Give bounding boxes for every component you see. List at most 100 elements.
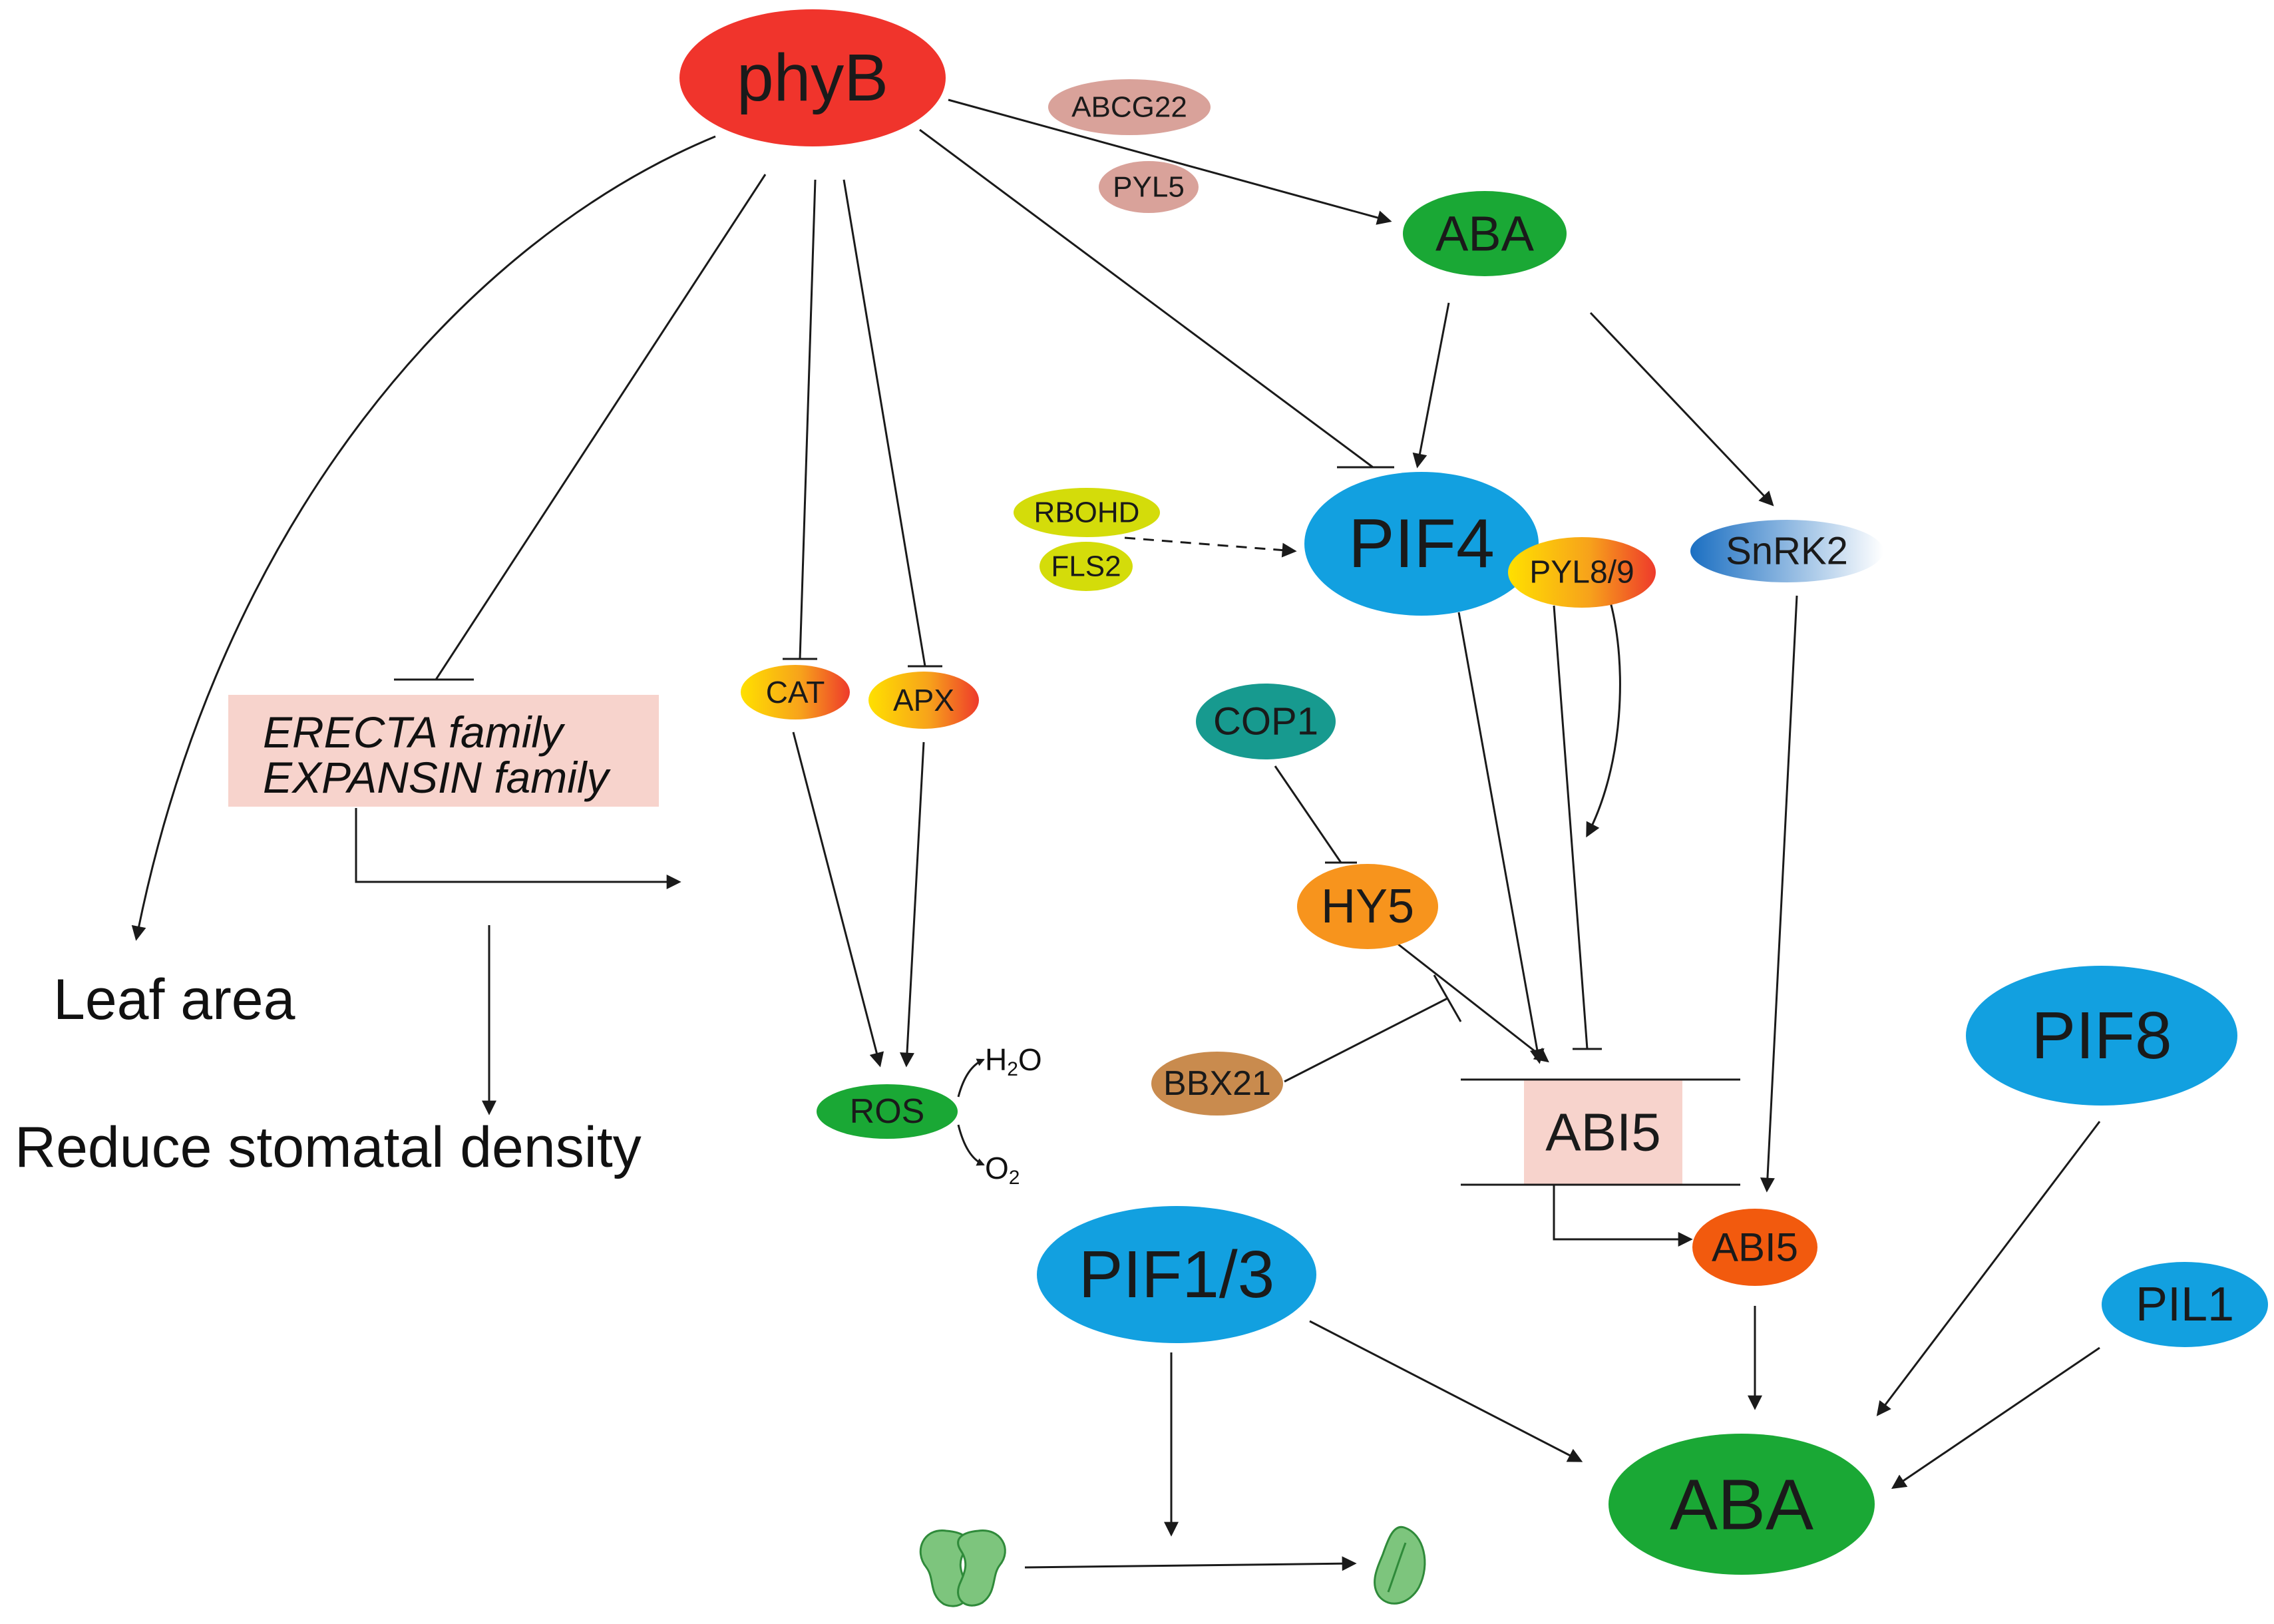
node-snrk2-label: SnRK2: [1726, 530, 1848, 573]
node-bbx21: BBX21: [1151, 1052, 1283, 1116]
node-pif4-label: PIF4: [1348, 505, 1495, 582]
edge-bbx21-inhibits: [1284, 997, 1448, 1083]
node-cop1-shape: [1196, 684, 1336, 759]
node-rbohd-shape: [1014, 488, 1160, 537]
edge-pif4-abi5: [1457, 612, 1545, 1064]
node-rbohd: RBOHD: [1014, 488, 1160, 537]
node-pyl89-label: PYL8/9: [1529, 555, 1634, 590]
node-bbx21-label: BBX21: [1163, 1064, 1271, 1103]
abi5-inhibited-box: ABI5: [1461, 1078, 1740, 1186]
edge-phyb-leaf-area: [131, 135, 716, 941]
edge-aba-pif4: [1412, 302, 1450, 469]
edge-ros-o2: [957, 1124, 985, 1166]
edges: [131, 99, 2101, 1571]
edge-pyl89-curve: [1586, 602, 1621, 838]
stomata-closed-pore: [1387, 1542, 1407, 1593]
o2-label: O2: [985, 1151, 1020, 1189]
node-abi5-label: ABI5: [1712, 1225, 1798, 1270]
edge-bbx21-inhibits-bar: [1433, 974, 1462, 1022]
node-abcg22-shape: [1048, 79, 1211, 135]
abi5-box-label: ABI5: [1545, 1103, 1660, 1162]
edge-phyb-inhibits-erecta: [435, 174, 767, 680]
stomata-open-right-guard-cell: [957, 1529, 1006, 1607]
stomata-open-icon: [919, 1529, 1006, 1607]
h2o-subscript: 2: [1007, 1058, 1018, 1080]
node-apx-label: APX: [893, 683, 954, 717]
node-ros: ROS: [817, 1084, 958, 1139]
node-aba-top: ABA: [1403, 191, 1567, 276]
o2-subscript: 2: [1009, 1167, 1020, 1189]
node-pyl5-shape: [1099, 161, 1199, 213]
edge-rbohd-fls2-pif4: [1124, 536, 1297, 558]
stomatal-density-label: Reduce stomatal density: [15, 1116, 642, 1179]
node-snrk2: SnRK2: [1690, 520, 1883, 582]
node-fls2-shape: [1040, 542, 1133, 591]
node-hy5-shape: [1297, 864, 1438, 949]
h2o-base: H: [985, 1042, 1007, 1077]
node-hy5: HY5: [1297, 864, 1438, 949]
node-snrk2-shape: [1690, 520, 1883, 582]
o2-base: O: [985, 1151, 1009, 1185]
node-cat-shape: [741, 665, 850, 719]
node-rbohd-label: RBOHD: [1034, 497, 1140, 529]
node-pil1-shape: [2102, 1262, 2268, 1347]
node-pif8: PIF8: [1966, 966, 2237, 1106]
stomata-closed-shape: [1374, 1525, 1426, 1605]
node-cat: CAT: [741, 665, 850, 719]
node-pif13: PIF1/3: [1037, 1206, 1316, 1343]
node-pif13-shape: [1037, 1206, 1316, 1343]
edge-erecta-bracket: [355, 808, 681, 889]
node-abcg22: ABCG22: [1048, 79, 1211, 135]
edge-phyb-inhibits-cat: [799, 179, 817, 660]
edge-cop1-inhibits-hy5: [1274, 765, 1342, 863]
erecta-family-label: ERECTA family: [263, 708, 566, 757]
edge-snrk2-abi5: [1760, 595, 1798, 1193]
node-apx: APX: [868, 672, 979, 729]
node-hy5-label: HY5: [1321, 880, 1414, 933]
edge-pyl89-inhibits-abi5: [1553, 605, 1589, 1050]
abi5-box-bg: [1524, 1080, 1682, 1185]
node-abcg22-label: ABCG22: [1071, 91, 1187, 124]
leaf-area-label: Leaf area: [53, 968, 295, 1032]
node-pyl89-shape: [1508, 537, 1656, 608]
node-aba-top-label: ABA: [1435, 206, 1535, 262]
node-pif4: PIF4: [1304, 472, 1539, 616]
edge-pif8-aba: [1876, 1121, 2101, 1416]
node-abi5: ABI5: [1692, 1209, 1817, 1286]
node-aba-bottom-label: ABA: [1670, 1464, 1813, 1545]
node-pif4-shape: [1304, 472, 1539, 616]
node-aba-bottom: ABA: [1609, 1434, 1875, 1575]
node-pil1: PIL1: [2102, 1262, 2268, 1347]
erecta-expansin-box: ERECTA family EXPANSIN family: [228, 695, 659, 807]
node-aba-bottom-shape: [1609, 1434, 1875, 1575]
edge-abi5box-abi5: [1553, 1185, 1693, 1247]
node-pyl89: PYL8/9: [1508, 537, 1656, 608]
edge-ros-h2o: [957, 1058, 985, 1098]
edge-pif13-aba: [1309, 1320, 1583, 1462]
node-fls2: FLS2: [1040, 542, 1133, 591]
nodes: phyB ABCG22 PYL5 ABA PIF4 PYL8/9 RBOHD: [679, 9, 2268, 1575]
node-pyl5-label: PYL5: [1113, 171, 1185, 204]
node-cop1: COP1: [1196, 684, 1336, 759]
node-pyl5: PYL5: [1099, 161, 1199, 213]
edge-pil1-aba: [1891, 1346, 2100, 1490]
node-ros-label: ROS: [850, 1092, 925, 1131]
node-pil1-label: PIL1: [2136, 1278, 2234, 1331]
edge-phyb-inhibits-apx: [843, 179, 926, 667]
node-abi5-shape: [1692, 1209, 1817, 1286]
edge-apx-ros: [899, 741, 925, 1068]
h2o-tail: O: [1018, 1042, 1042, 1077]
node-aba-top-shape: [1403, 191, 1567, 276]
edge-phyb-inhibits-pif4: [919, 128, 1374, 469]
edge-cat-ros: [792, 731, 884, 1068]
node-cat-label: CAT: [766, 675, 825, 710]
node-apx-shape: [868, 672, 979, 729]
edge-hy5-abi5: [1397, 942, 1549, 1063]
edge-aba-snrk2: [1589, 311, 1774, 507]
edge-phyb-aba: [948, 99, 1392, 225]
node-pif8-label: PIF8: [2031, 998, 2172, 1073]
node-phyb-label: phyB: [737, 41, 888, 115]
node-fls2-label: FLS2: [1051, 550, 1121, 583]
node-ros-shape: [817, 1084, 958, 1139]
